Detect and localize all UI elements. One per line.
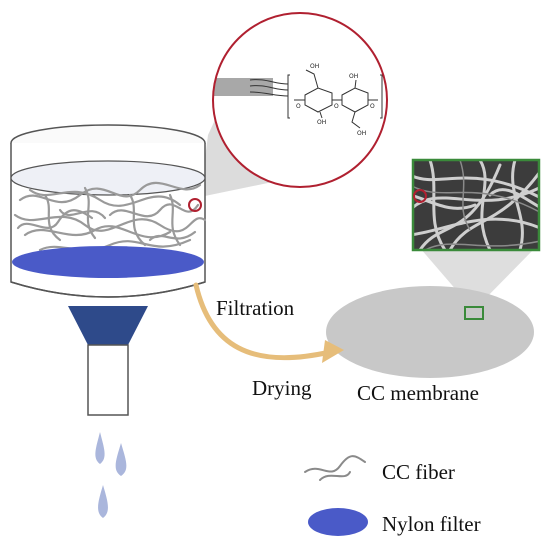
fiber-suspension — [13, 181, 206, 252]
zoom-marker-red — [188, 198, 202, 212]
funnel-cone — [68, 306, 148, 345]
blue-ellipse-icon — [308, 508, 368, 536]
filtrate-droplets — [95, 432, 127, 518]
process-arrow — [193, 282, 344, 363]
curly-fiber-icon — [304, 455, 366, 481]
funnel-stem — [87, 344, 129, 416]
svg-text:O: O — [370, 103, 375, 110]
cc-membrane-disc — [326, 286, 534, 378]
zoom-marker-membrane — [464, 306, 484, 320]
zoom-marker-sem — [413, 189, 427, 203]
svg-text:OH: OH — [357, 130, 366, 137]
legend-cc-fiber-label: CC fiber — [382, 460, 455, 484]
nylon-filter-disc — [12, 246, 204, 278]
sem-micrograph — [411, 158, 541, 252]
svg-text:OH: OH — [310, 63, 319, 70]
zoom-cone-sem — [420, 248, 535, 306]
svg-text:OH: OH — [349, 73, 358, 80]
cc-membrane-label: CC membrane — [357, 381, 479, 405]
svg-text:OH: OH — [317, 119, 326, 126]
magnified-molecule-view: OH OH OH OH O O O n — [212, 12, 388, 188]
filtration-funnel — [10, 124, 206, 416]
legend-nylon-filter-label: Nylon filter — [382, 512, 481, 536]
drying-label: Drying — [252, 376, 312, 400]
svg-text:O: O — [334, 103, 339, 110]
svg-text:O: O — [296, 103, 301, 110]
filtration-label: Filtration — [216, 296, 295, 320]
